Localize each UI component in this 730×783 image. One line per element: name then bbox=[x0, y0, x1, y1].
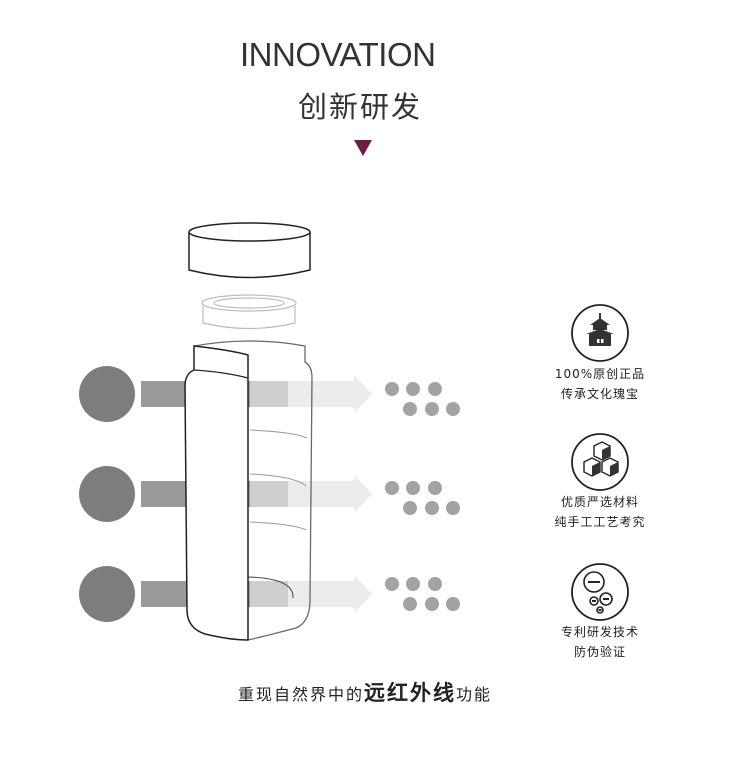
feature-line: 纯手工工艺考究 bbox=[554, 515, 646, 529]
seal-circles-icon bbox=[571, 563, 629, 621]
cubes-icon bbox=[571, 433, 629, 491]
particle-dots bbox=[385, 382, 460, 611]
feature-line: 100%原创正品 bbox=[554, 367, 646, 381]
feature-line: 传承文化瑰宝 bbox=[560, 387, 639, 401]
title-chinese: 创新研发 bbox=[298, 90, 423, 124]
arrow-icon bbox=[354, 575, 372, 613]
source-circle bbox=[79, 366, 135, 422]
source-circle bbox=[79, 466, 135, 522]
arrow-icon bbox=[354, 375, 372, 413]
arrow-icon bbox=[354, 475, 372, 513]
filter-ring bbox=[201, 294, 297, 330]
caption-suffix: 功能 bbox=[456, 685, 493, 704]
feature-line: 专利研发技术 bbox=[560, 625, 639, 639]
caption: 重现自然界中的远红外线功能 bbox=[0, 677, 730, 707]
caption-prefix: 重现自然界中的 bbox=[237, 685, 364, 704]
caption-highlight: 远红外线 bbox=[364, 681, 456, 705]
ray-row bbox=[79, 566, 372, 622]
down-triangle-icon bbox=[354, 140, 372, 156]
title-english: INNOVATION bbox=[240, 36, 436, 73]
feature-line: 防伪验证 bbox=[573, 645, 626, 659]
temple-icon bbox=[571, 304, 629, 362]
cup-body bbox=[184, 340, 313, 641]
source-circle bbox=[79, 566, 135, 622]
feature-line: 优质严选材料 bbox=[560, 495, 639, 509]
cup-lid bbox=[188, 222, 311, 279]
